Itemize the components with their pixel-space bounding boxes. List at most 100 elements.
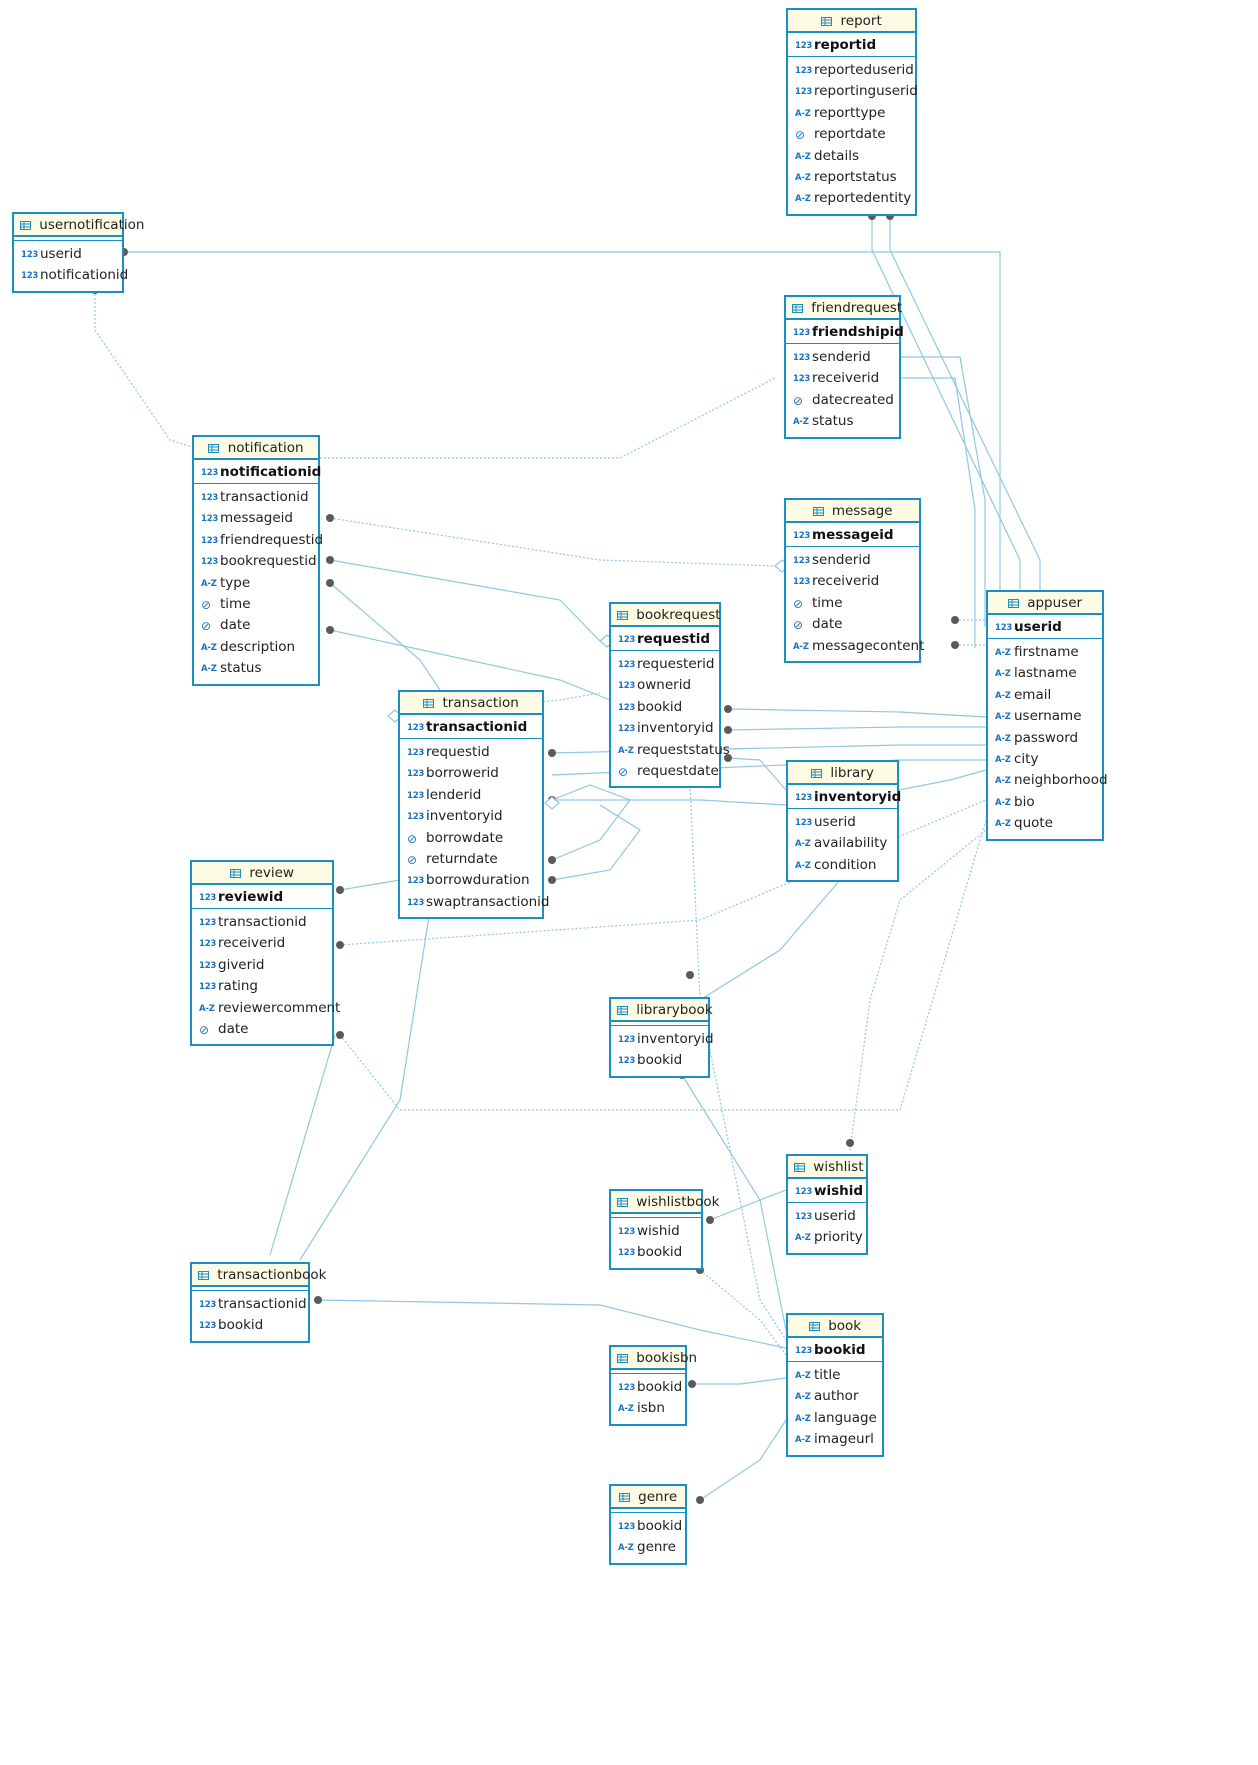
field-name: isbn — [637, 1400, 665, 1417]
number-icon: 123 — [793, 374, 811, 385]
number-icon: 123 — [793, 577, 811, 588]
pk-name-report: reportid — [814, 37, 877, 53]
field-name: giverid — [218, 956, 265, 973]
field-name: notificationid — [40, 267, 129, 284]
number-icon: 123 — [795, 66, 813, 76]
pk-type-icon: 123 — [795, 793, 813, 803]
entity-name-review: review — [249, 865, 294, 881]
text-icon: A-Z — [995, 648, 1011, 658]
field-name: username — [1014, 708, 1082, 725]
number-icon: 123 — [199, 939, 217, 950]
field-name: wishid — [637, 1223, 680, 1239]
field-name: senderid — [812, 349, 871, 365]
entity-name-transactionbook: transactionbook — [217, 1267, 327, 1283]
number-icon: 123 — [618, 724, 636, 735]
table-icon — [198, 1271, 209, 1280]
field-name: reporteduserid — [814, 62, 914, 78]
text-icon: A-Z — [995, 669, 1011, 680]
entity-header: wishlist — [788, 1156, 866, 1179]
number-icon: 123 — [201, 493, 219, 503]
field-name: requeststatus — [637, 741, 730, 758]
field-name: inventoryid — [637, 1031, 714, 1047]
field-name: userid — [814, 814, 856, 830]
field-name: time — [220, 595, 251, 612]
field-name: borrowerid — [426, 765, 499, 782]
pk-type-icon: 123 — [795, 1346, 813, 1356]
field-name: title — [814, 1367, 841, 1383]
pk-name-library: inventoryid — [814, 789, 902, 805]
number-icon: 123 — [21, 250, 39, 260]
entity-header: library — [788, 762, 897, 785]
field-transaction-borrowdate: ⊘borrowdate — [400, 828, 542, 849]
pk-name-transaction: transactionid — [426, 719, 528, 735]
number-icon: 123 — [199, 1300, 217, 1310]
pk-name-review: reviewid — [218, 889, 284, 905]
clock-icon: ⊘ — [618, 764, 628, 779]
pk-type-icon: 123 — [995, 623, 1013, 633]
field-name: language — [814, 1409, 877, 1426]
pk-type-icon: 123 — [795, 1187, 813, 1197]
entity-header: usernotification — [14, 214, 144, 237]
entity-name-genre: genre — [638, 1489, 678, 1505]
field-name: quote — [1014, 815, 1053, 832]
field-name: date — [220, 617, 251, 634]
entity-primary-key — [611, 1214, 701, 1218]
field-name: inventoryid — [637, 720, 714, 737]
field-name: requestid — [426, 744, 490, 760]
field-name: userid — [814, 1208, 856, 1224]
entity-name-bookrequest: bookrequest — [636, 607, 721, 623]
text-icon: A-Z — [795, 860, 811, 871]
table-icon — [808, 1322, 820, 1331]
pk-name-appuser: userid — [1014, 619, 1062, 635]
field-name: ownerid — [637, 677, 692, 694]
clock-icon: ⊘ — [407, 831, 417, 846]
